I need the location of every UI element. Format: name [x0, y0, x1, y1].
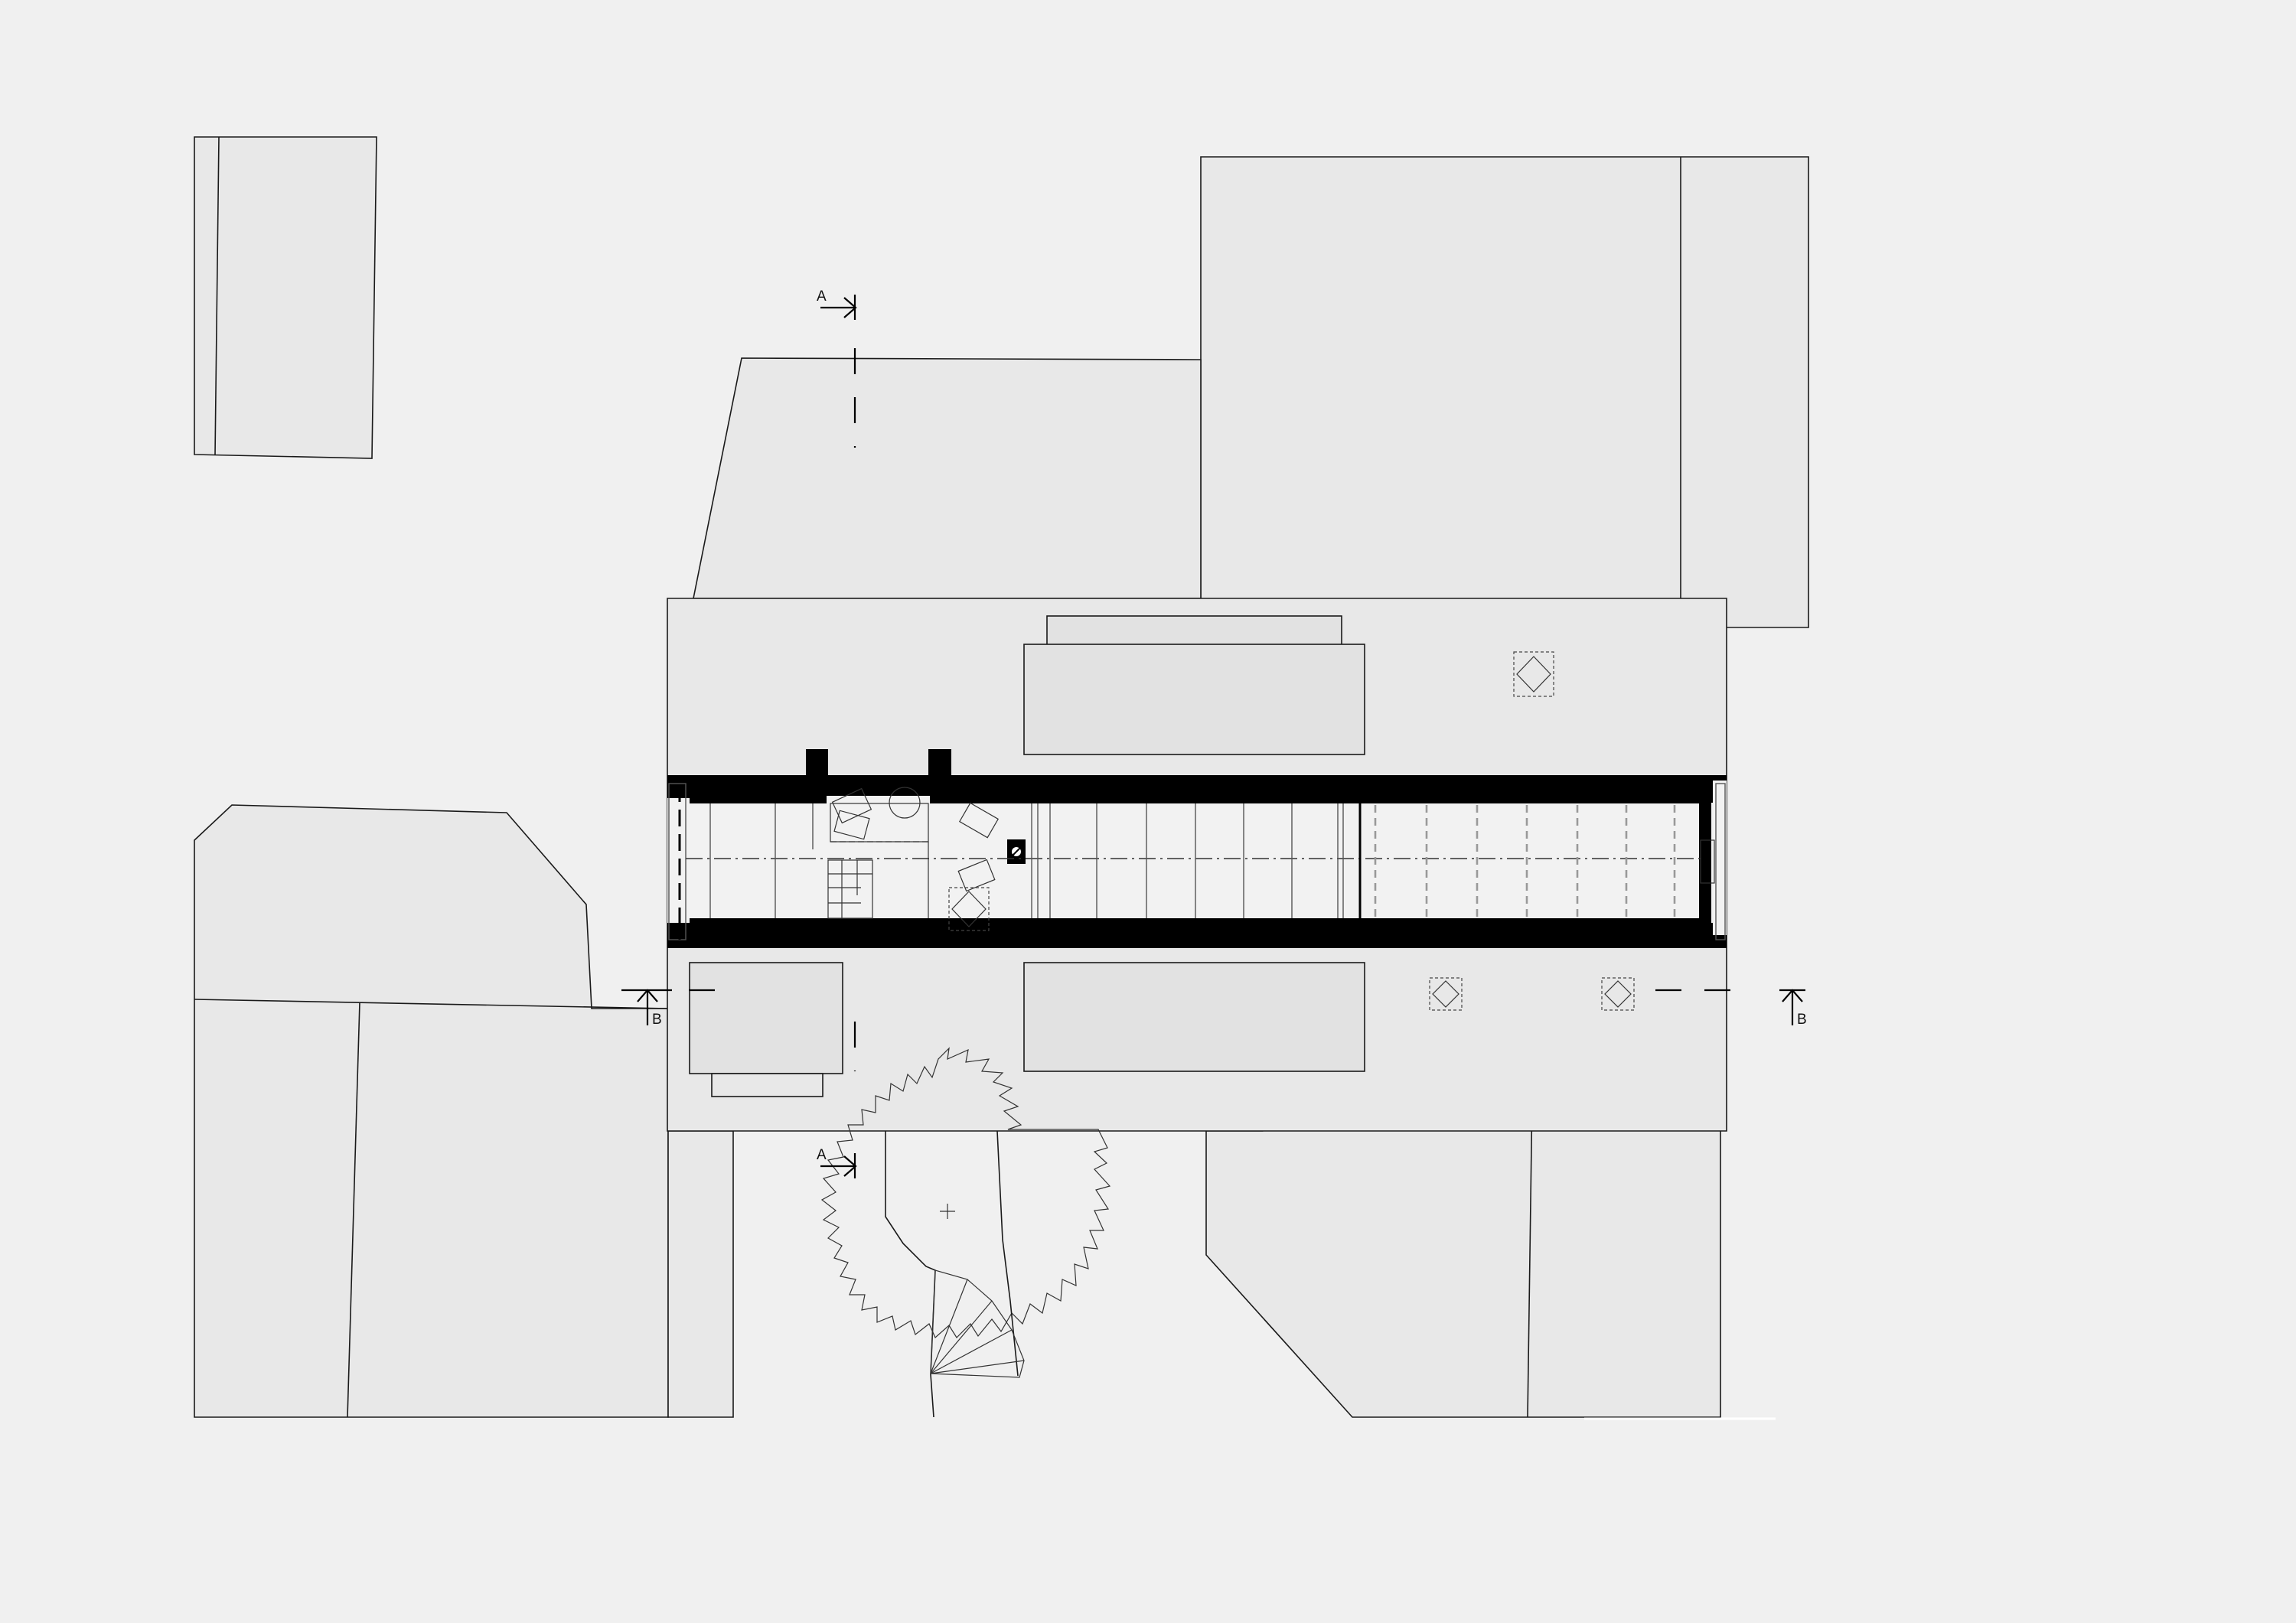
section-label-b-left: B [652, 1012, 662, 1028]
spiral-stair [930, 1269, 1025, 1378]
section-label-a-bottom: A [817, 1147, 827, 1163]
skylight-marker-top [1513, 651, 1554, 697]
section-label-a-top: A [817, 288, 827, 305]
section-mark-b-right: B [1655, 989, 1807, 1028]
mullions-left [709, 803, 814, 918]
linear-building [667, 749, 1727, 948]
section-label-b-right: B [1797, 1012, 1807, 1028]
neighbour-building-top-right [1200, 156, 1809, 628]
dashed-structure-right [1374, 805, 1676, 917]
skylight-marker-bottom-2 [1601, 977, 1635, 1011]
section-mark-a-top: A [817, 288, 857, 448]
neighbour-building-left [194, 804, 669, 1418]
interior-stair [827, 859, 873, 919]
neighbour-building-top-left [194, 136, 377, 459]
neighbour-building-bottom-middle [667, 1130, 734, 1418]
garden-path [885, 1130, 1019, 1418]
section-mark-a-bottom: A [817, 1022, 857, 1178]
skylight-marker-bottom-1 [1429, 977, 1463, 1011]
roof-volume-top [1023, 615, 1365, 755]
neighbour-building-top-middle [693, 357, 1202, 599]
mullions-middle [1031, 803, 1362, 918]
interior-furniture [830, 787, 1000, 931]
roof-volume-bottom-left [689, 962, 843, 1097]
section-mark-b-left: B [621, 989, 735, 1028]
roof-volume-bottom-center [1023, 962, 1365, 1072]
